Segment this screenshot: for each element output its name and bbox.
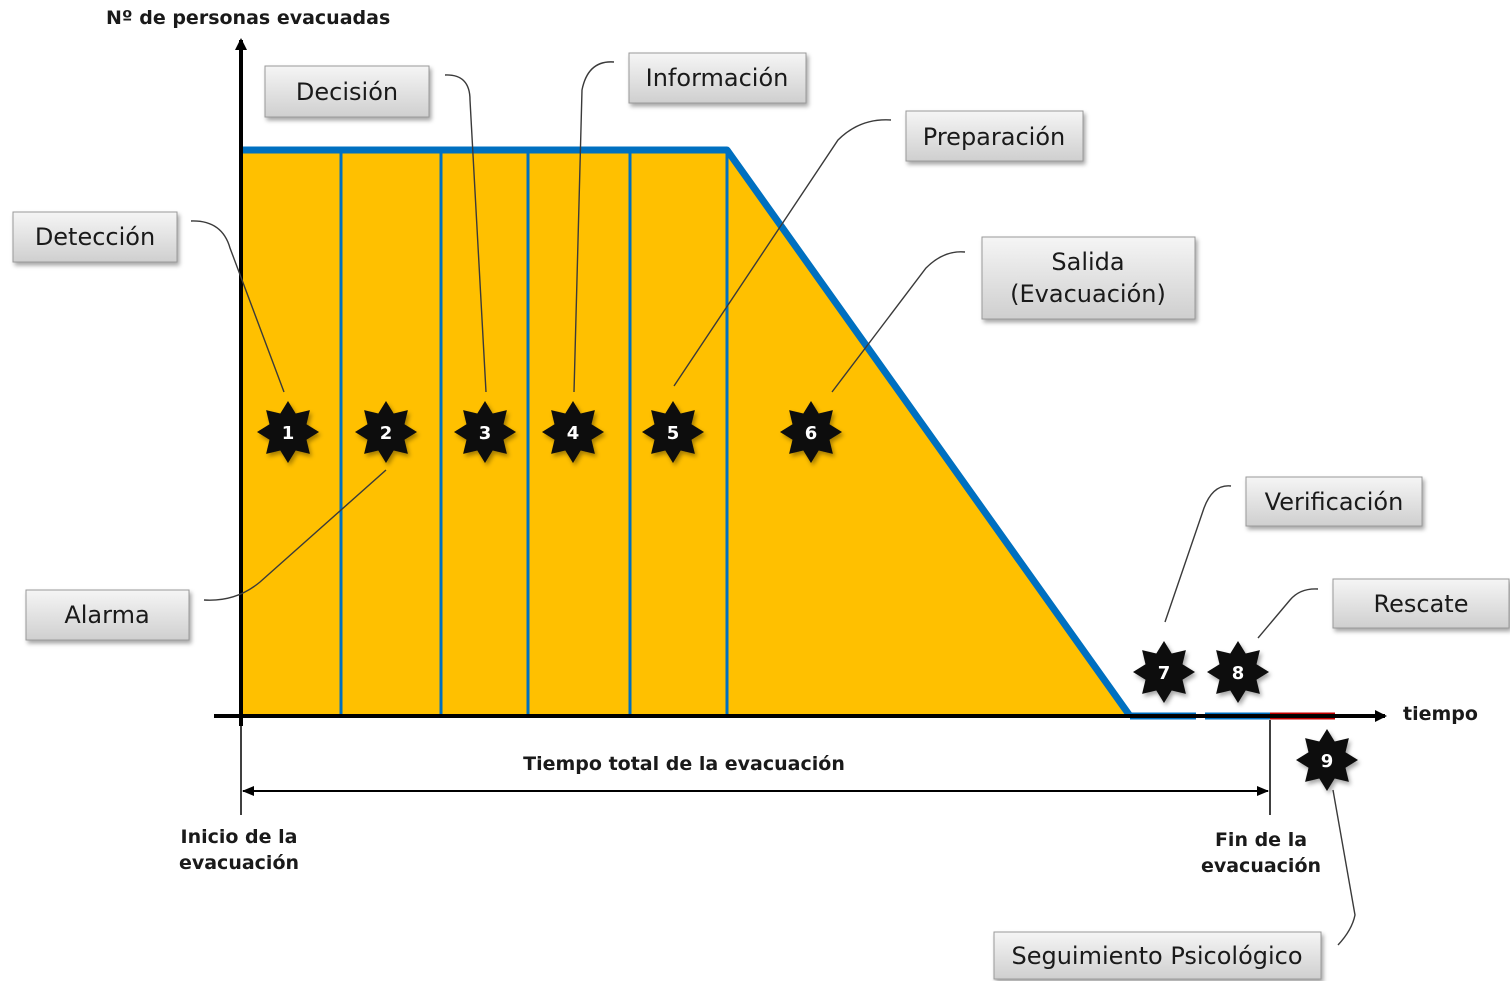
phase-badge-6: 6: [780, 401, 842, 463]
leader-6: [831, 251, 966, 393]
star-badge-icon: [1133, 641, 1195, 703]
y-axis-label: Nº de personas evacuadas: [106, 7, 390, 29]
end-label-line1: Fin de la: [1215, 829, 1307, 851]
label-text-verification: Verificación: [1265, 488, 1404, 516]
phase-badge-2: 2: [355, 401, 417, 463]
phase-badge-8: 8: [1207, 641, 1269, 703]
label-alarm: Alarma: [25, 589, 190, 641]
star-badge-icon: [780, 401, 842, 463]
phase-badge-3: 3: [454, 401, 516, 463]
leader-7: [1164, 485, 1232, 623]
label-psychological-follow-up: Seguimiento Psicológico: [993, 931, 1322, 980]
label-box-preparation: [905, 110, 1084, 162]
end-label-line2: evacuación: [1201, 855, 1321, 877]
total-time-label: Tiempo total de la evacuación: [523, 753, 845, 775]
label-box-information: [628, 52, 807, 104]
phase-badge-7: 7: [1133, 641, 1195, 703]
leader-9: [1332, 789, 1356, 946]
star-badge-icon: [355, 401, 417, 463]
start-label-line2: evacuación: [179, 852, 299, 874]
label-box-verification: [1245, 476, 1423, 527]
phase-badge-9: 9: [1296, 729, 1358, 791]
label-box-psychological: [993, 931, 1322, 980]
phase-badge-number: 5: [667, 423, 680, 444]
label-text-information: Información: [646, 64, 789, 92]
leader-1: [190, 220, 285, 393]
label-text-detection: Detección: [35, 223, 155, 251]
evacuation-curve: [241, 146, 1133, 719]
phase-badges: 1 2 3 4 5 6 7 8 9: [257, 401, 1358, 791]
phase-badge-1: 1: [257, 401, 319, 463]
label-box-detection: [12, 211, 178, 263]
label-box-alarm: [25, 589, 190, 641]
label-box-decision: [264, 65, 430, 118]
leader-lines: [190, 61, 1356, 946]
label-exit: Salida (Evacuación): [981, 236, 1196, 320]
label-text-preparation: Preparación: [923, 123, 1065, 151]
x-axis-label: tiempo: [1403, 703, 1478, 725]
phase-badge-number: 3: [479, 423, 492, 444]
leader-5: [673, 119, 892, 387]
phase-badge-4: 4: [542, 401, 604, 463]
label-preparation: Preparación: [905, 110, 1084, 162]
start-label-line1: Inicio de la: [181, 826, 298, 848]
label-rescue: Rescate: [1332, 578, 1510, 629]
phase-dividers: [339, 150, 729, 716]
label-information: Información: [628, 52, 807, 104]
leader-8: [1257, 588, 1319, 639]
star-badge-icon: [257, 401, 319, 463]
label-decision: Decisión: [264, 65, 430, 118]
phase-badge-number: 2: [380, 423, 393, 444]
label-text-decision: Decisión: [296, 78, 398, 106]
star-badge-icon: [1296, 729, 1358, 791]
label-verification: Verificación: [1245, 476, 1423, 527]
phase-badge-5: 5: [642, 401, 704, 463]
label-text-exit-line1: Salida: [1051, 248, 1124, 276]
label-text-alarm: Alarma: [64, 601, 149, 629]
leader-3: [444, 74, 487, 393]
phase-badge-number: 8: [1232, 663, 1245, 684]
star-badge-icon: [542, 401, 604, 463]
star-badge-icon: [454, 401, 516, 463]
phase-badge-number: 9: [1321, 751, 1334, 772]
phase-badge-number: 7: [1158, 663, 1171, 684]
label-box-exit: [981, 236, 1196, 320]
star-badge-icon: [1207, 641, 1269, 703]
leader-2: [203, 469, 387, 601]
label-box-rescue: [1332, 578, 1510, 629]
label-text-exit-line2: (Evacuación): [1010, 280, 1166, 308]
star-badge-icon: [642, 401, 704, 463]
label-detection: Detección: [12, 211, 178, 263]
label-text-psychological: Seguimiento Psicológico: [1011, 942, 1302, 970]
phase-badge-number: 6: [805, 423, 818, 444]
phase-badge-number: 1: [282, 423, 295, 444]
leader-4: [573, 61, 615, 393]
phase-badge-number: 4: [567, 423, 580, 444]
label-text-rescue: Rescate: [1374, 590, 1469, 618]
